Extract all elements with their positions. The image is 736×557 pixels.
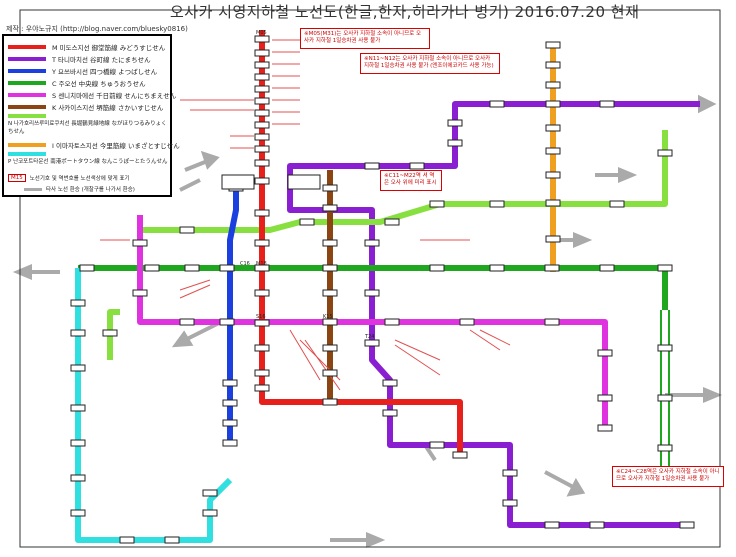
legend-item-midosuji: M 미도스지선 御堂筋線 みどうすじせん	[8, 42, 165, 52]
code-m-top: M05	[256, 30, 267, 36]
legend-box: M 미도스지선 御堂筋線 みどうすじせん T 타니마치선 谷町線 たにまちせん …	[2, 34, 180, 197]
legend-label: K 사카이스지선 堺筋線 さかいすじせん	[52, 104, 164, 112]
legend-swatch	[8, 45, 46, 49]
code-m-center: M18	[256, 261, 267, 267]
legend-label: C 주오선 中央線 ちゅうおうせん	[52, 80, 146, 88]
legend-label: T 타니마치선 谷町線 たにまちせん	[52, 56, 151, 64]
line-sennichimae	[137, 215, 608, 430]
legend-label: S 센니치마에선 千日前線 せんにちまえせん	[52, 92, 177, 100]
legend-other-text: 타사 노선 환승 (개찰구를 나가서 환승)	[46, 187, 135, 193]
note-box-2: ※N11~N12는 오사카 지하철 소속이 아니므로 오사카 지하철 1일승차권…	[360, 53, 500, 74]
legend-item-imazatosuji: I 이마자토스지선 今里筋線 いまざとすじせん	[8, 140, 180, 150]
legend-label: M 미도스지선 御堂筋線 みどうすじせん	[52, 44, 166, 52]
legend-item-tanimachi: T 타니마치선 谷町線 たにまちせん	[8, 54, 151, 64]
legend-swatch	[8, 152, 46, 156]
code-s-center: S16	[256, 314, 266, 320]
legend-swatch	[8, 69, 46, 73]
station-codes: M05 C16 M18 S16 K15 T24	[240, 30, 374, 340]
note-box-1: ※M05(M31)는 오사카 지하철 소속이 아니므로 오사카 지하철 1일승차…	[300, 28, 430, 49]
legend-item-chuo: C 주오선 中央線 ちゅうおうせん	[8, 78, 146, 88]
arrow-icon	[24, 187, 42, 191]
note-box-4: ※C24~C28역은 오사카 지하철 소속이 아니므로 오사카 지하철 1일승차…	[612, 466, 724, 487]
line-nagahori	[107, 130, 668, 360]
legend-swatch	[8, 143, 46, 147]
legend-label: N 나가호리쓰루미료쿠치선 長堀鶴見緑地線 ながほりつるみりょくちせん	[8, 121, 167, 135]
legend-swatch	[8, 81, 46, 85]
legend-transfer-text: 노선기호 및 역번호를 노선색상에 맞게 표기	[29, 176, 130, 182]
map-credit: 제작 : 우야노규지 (http://blog.naver.com/bluesk…	[6, 25, 188, 33]
legend-swatch	[8, 114, 46, 118]
station-name-ticks	[100, 39, 511, 391]
legend-swatch	[8, 105, 46, 109]
legend-item-nanko: P 난코포트타운선 南港ポートタウン線 なんこうぽーとたうんせん	[8, 152, 170, 165]
line-midosuji	[259, 30, 463, 455]
legend-item-sakaisuji: K 사카이스지선 堺筋線 さかいすじせん	[8, 102, 163, 112]
code-k-center: K15	[323, 314, 333, 320]
code-t-center: T24	[364, 334, 374, 340]
transfer-arrows	[12, 94, 723, 548]
legend-label: Y 요쓰바시선 四つ橋線 よつばしせん	[52, 68, 158, 76]
line-tanimachi	[287, 101, 700, 528]
line-chuo-elevated	[660, 310, 670, 470]
code-c-transfer: C16	[240, 261, 250, 267]
map-title: 오사카 시영지하철 노선도(한글,한자,히라가나 병기) 2016.07.20 …	[170, 3, 640, 21]
legend-label: I 이마자토스지선 今里筋線 いまざとすじせん	[52, 142, 180, 150]
map-frame	[19, 9, 721, 548]
note-box-3: ※C11~M22역 셔 역은 오사 위에 미리 표시	[380, 170, 442, 191]
legend-item-sennichimae: S 센니치마에선 千日前線 せんにちまえせん	[8, 90, 176, 100]
legend-other-key: 타사 노선 환승 (개찰구를 나가서 환승)	[24, 185, 166, 193]
stations	[70, 35, 695, 544]
line-nanko	[75, 268, 233, 543]
legend-swatch	[8, 93, 46, 97]
legend-transfer-badge: M15	[8, 174, 26, 182]
legend-swatch	[8, 57, 46, 61]
legend-item-nagahori: N 나가호리쓰루미료쿠치선 長堀鶴見緑地線 ながほりつるみりょくちせん	[8, 114, 170, 135]
legend-item-yotsubashi: Y 요쓰바시선 四つ橋線 よつばしせん	[8, 66, 157, 76]
legend-label: P 난코포트타운선 南港ポートタウン線 なんこうぽーとたうんせん	[8, 159, 168, 165]
legend-transfer-key: M15 노선기호 및 역번호를 노선색상에 맞게 표기	[8, 174, 130, 182]
line-yotsubashi	[227, 190, 239, 440]
